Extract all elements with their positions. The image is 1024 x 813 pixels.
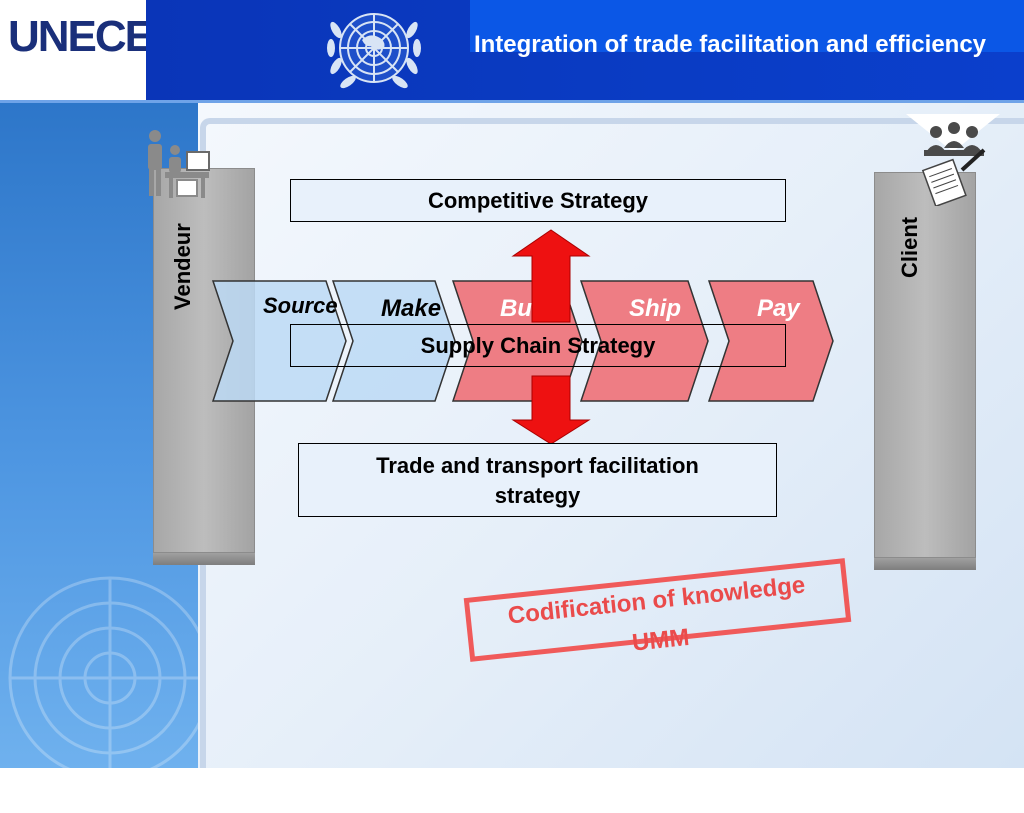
- double-arrow: [511, 229, 591, 445]
- competitive-strategy-label: Competitive Strategy: [427, 188, 649, 213]
- chevron-ship: [579, 280, 709, 402]
- chain-step-label: Pay: [757, 295, 800, 322]
- meeting-group-icon: [906, 114, 1000, 206]
- title-band: [470, 0, 1024, 52]
- trade-strategy-line1: Trade and transport facilitation: [376, 453, 699, 478]
- vendeur-pillar-base: [153, 553, 255, 565]
- client-pillar: [874, 172, 976, 558]
- seller-at-desk-icon: [148, 130, 210, 198]
- chain-step-label: Source: [263, 293, 338, 318]
- unece-logo: UNECE: [8, 12, 154, 61]
- header-underline: [0, 100, 1024, 103]
- page-title: Integration of trade facilitation and ef…: [473, 31, 987, 58]
- client-pillar-base: [874, 558, 976, 570]
- trade-strategy-line2: strategy: [494, 483, 581, 508]
- chain-step-label: Ship: [629, 295, 681, 322]
- chain-step-label: Bu: [500, 295, 532, 322]
- chain-step-label: Make: [381, 295, 442, 322]
- supply-chain-strategy-label: Supply Chain Strategy: [420, 333, 656, 358]
- supply-chain-strategy-box: Supply Chain Strategy: [290, 324, 786, 367]
- logo-box: UNECE: [0, 0, 154, 75]
- supply-chain-diagram: [211, 229, 834, 445]
- chevron-source: [211, 280, 347, 402]
- competitive-strategy-box: Competitive Strategy: [290, 179, 786, 222]
- chevron-make: [331, 280, 456, 402]
- un-emblem-icon: [327, 13, 421, 89]
- chevron-pay: [707, 280, 834, 402]
- trade-facilitation-strategy-box: Trade and transport facilitation strateg…: [298, 443, 777, 517]
- header: UNECE Integration of trade facilitation …: [0, 0, 1024, 103]
